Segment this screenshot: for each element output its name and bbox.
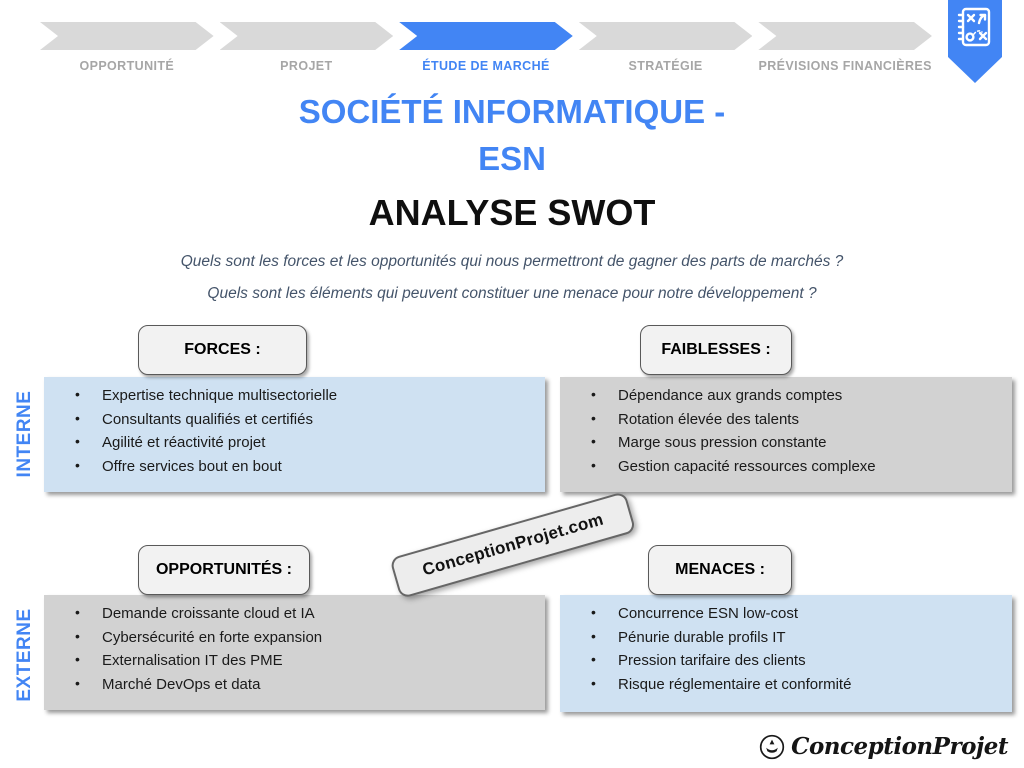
page-subtitle: ANALYSE SWOT [368, 192, 656, 233]
stepper-step-etude-de-marche[interactable]: ÉTUDE DE MARCHÉ [399, 22, 573, 73]
bookmark-badge [948, 0, 1002, 86]
list-item: Demande croissante cloud et IA [75, 604, 545, 623]
process-stepper: OPPORTUNITÉ PROJET ÉTUDE DE MARCHÉ STRAT… [40, 22, 932, 73]
opportunites-header: OPPORTUNITÉS : [138, 545, 310, 595]
stepper-step-label: OPPORTUNITÉ [79, 59, 175, 73]
list-item: Pression tarifaire des clients [591, 651, 1012, 670]
list-item: Agilité et réactivité projet [75, 433, 545, 452]
chevron-shape [40, 22, 214, 50]
menaces-box: Concurrence ESN low-cost Pénurie durable… [560, 595, 1012, 712]
list-item: Gestion capacité ressources complexe [591, 457, 1012, 476]
brand-logo: ConceptionProjet [759, 733, 1008, 760]
stepper-step-opportunite[interactable]: OPPORTUNITÉ [40, 22, 214, 73]
list-item: Cybersécurité en forte expansion [75, 628, 545, 647]
question-1: Quels sont les forces et les opportunité… [180, 253, 844, 270]
faiblesses-box: Dépendance aux grands comptes Rotation é… [560, 377, 1012, 492]
list-item: Offre services bout en bout [75, 457, 545, 476]
stepper-step-previsions-financieres[interactable]: PRÉVISIONS FINANCIÈRES [758, 22, 932, 73]
chevron-shape-active [399, 22, 573, 50]
list-item: Marché DevOps et data [75, 675, 545, 694]
stepper-step-label: ÉTUDE DE MARCHÉ [422, 59, 550, 73]
list-item: Pénurie durable profils IT [591, 628, 1012, 647]
forces-header: FORCES : [138, 325, 307, 375]
hand-rocket-icon [759, 734, 785, 759]
axis-label-interne: INTERNE [14, 390, 35, 478]
menaces-header: MENACES : [648, 545, 792, 595]
list-item: Rotation élevée des talents [591, 410, 1012, 429]
stepper-step-label: PRÉVISIONS FINANCIÈRES [758, 59, 932, 73]
opportunites-box: Demande croissante cloud et IA Cybersécu… [44, 595, 545, 710]
page-title-line2: ESN [478, 140, 546, 177]
stepper-step-label: PROJET [280, 59, 333, 73]
faiblesses-list: Dépendance aux grands comptes Rotation é… [560, 386, 1012, 476]
chevron-shape [758, 22, 932, 50]
list-item: Expertise technique multisectorielle [75, 386, 545, 405]
watermark-stamp: ConceptionProjet.com [389, 490, 637, 600]
question-2: Quels sont les éléments qui peuvent cons… [207, 285, 817, 302]
forces-list: Expertise technique multisectorielle Con… [44, 386, 545, 476]
guiding-questions: Quels sont les forces et les opportunité… [0, 253, 1024, 317]
page-title-line1: SOCIÉTÉ INFORMATIQUE - [298, 93, 726, 130]
list-item: Risque réglementaire et conformité [591, 675, 1012, 694]
menaces-list: Concurrence ESN low-cost Pénurie durable… [560, 604, 1012, 694]
opportunites-list: Demande croissante cloud et IA Cybersécu… [44, 604, 545, 694]
axis-label-externe: EXTERNE [14, 608, 35, 702]
chevron-shape [220, 22, 394, 50]
chevron-shape [579, 22, 753, 50]
strategy-playbook-icon [948, 0, 1002, 83]
title-block: SOCIÉTÉ INFORMATIQUE - ESN ANALYSE SWOT [0, 88, 1024, 234]
list-item: Externalisation IT des PME [75, 651, 545, 670]
list-item: Dépendance aux grands comptes [591, 386, 1012, 405]
stepper-step-projet[interactable]: PROJET [220, 22, 394, 73]
stepper-step-strategie[interactable]: STRATÉGIE [579, 22, 753, 73]
list-item: Consultants qualifiés et certifiés [75, 410, 545, 429]
list-item: Marge sous pression constante [591, 433, 1012, 452]
forces-box: Expertise technique multisectorielle Con… [44, 377, 545, 492]
stepper-step-label: STRATÉGIE [628, 59, 703, 73]
faiblesses-header: FAIBLESSES : [640, 325, 792, 375]
list-item: Concurrence ESN low-cost [591, 604, 1012, 623]
brand-logo-text: ConceptionProjet [791, 733, 1008, 760]
